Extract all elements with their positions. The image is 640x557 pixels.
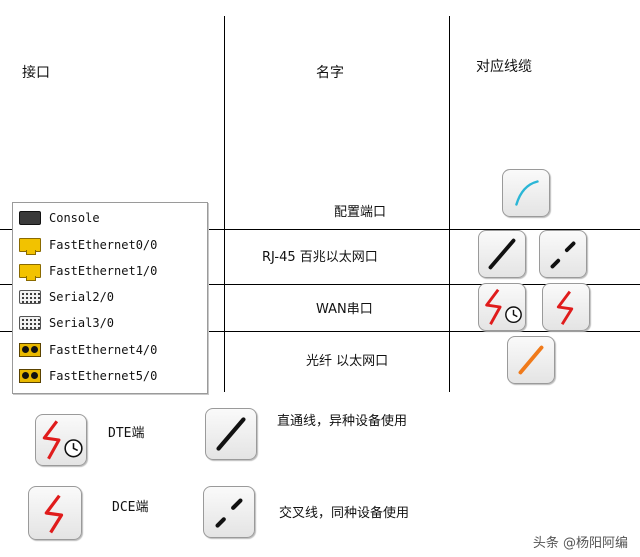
port-console[interactable]: Console: [19, 209, 100, 227]
table-divider-2: [449, 16, 450, 392]
serial-dte-cable-tile[interactable]: [478, 283, 526, 331]
port-fastethernet5-0[interactable]: FastEthernet5/0: [19, 367, 157, 385]
row-name-fiber: 光纤 以太网口: [306, 354, 389, 369]
straight-cable-icon: [488, 238, 516, 270]
crossover-cable-icon: [550, 241, 576, 269]
crossover-cable-tile[interactable]: [539, 230, 587, 278]
straight-cable-tile[interactable]: [478, 230, 526, 278]
serial-dce-cable-tile[interactable]: [542, 283, 590, 331]
port-label: Serial2/0: [49, 290, 115, 304]
port-fastethernet1-0[interactable]: FastEthernet1/0: [19, 262, 158, 281]
fiber-cable-icon: [518, 345, 544, 375]
serial-dte-legend-icon: [42, 420, 83, 460]
legend-dce-tile: [28, 486, 82, 540]
port-label: FastEthernet0/0: [49, 238, 158, 252]
fiber-port-icon: [19, 369, 41, 383]
row-divider-1: [0, 229, 640, 230]
table-divider-1: [224, 16, 225, 392]
straight-legend-icon: [216, 417, 246, 451]
row-name-wan: WAN串口: [316, 302, 373, 317]
crossover-legend-icon: [215, 498, 243, 528]
port-label: Console: [49, 211, 100, 225]
header-cable: 对应线缆: [476, 59, 532, 75]
row-name-console: 配置端口: [334, 205, 387, 220]
port-label: FastEthernet1/0: [49, 264, 158, 278]
port-fastethernet0-0[interactable]: FastEthernet0/0: [19, 236, 158, 255]
header-name: 名字: [316, 65, 344, 81]
port-label: Serial3/0: [49, 316, 115, 330]
watermark: 头条 @杨阳阿编: [532, 536, 628, 551]
legend-dce-label: DCE端: [112, 500, 149, 515]
serial-dte-cable-icon: [485, 288, 522, 325]
fiber-cable-tile[interactable]: [507, 336, 555, 384]
port-label: FastEthernet4/0: [49, 343, 158, 357]
console-cable-tile[interactable]: [502, 169, 550, 217]
legend-crossover-tile: [203, 486, 255, 538]
port-fastethernet4-0[interactable]: FastEthernet4/0: [19, 341, 157, 359]
fiber-port-icon: [19, 343, 41, 357]
port-serial2-0[interactable]: Serial2/0: [19, 288, 114, 306]
serial-dce-cable-icon: [556, 290, 574, 326]
port-list-panel: Console FastEthernet0/0 FastEthernet1/0 …: [12, 202, 208, 394]
legend-crossover-label: 交叉线，同种设备使用: [279, 506, 410, 521]
row-divider-3: [0, 331, 640, 332]
legend-dte-tile: [35, 414, 87, 466]
port-serial3-0[interactable]: Serial3/0: [19, 314, 114, 332]
row-name-rj45: RJ-45 百兆以太网口: [262, 250, 378, 265]
ethernet-port-icon: [19, 264, 41, 281]
legend-straight-label: 直通线，异种设备使用: [277, 414, 408, 429]
ethernet-port-icon: [19, 238, 41, 255]
serial-port-icon: [19, 316, 41, 330]
port-label: FastEthernet5/0: [49, 369, 158, 383]
console-cable-icon: [515, 180, 539, 206]
legend-dte-label: DTE端: [108, 426, 145, 441]
legend-straight-tile: [205, 408, 257, 460]
row-divider-2: [0, 284, 640, 285]
serial-dce-legend-icon: [44, 494, 64, 534]
console-port-icon: [19, 211, 41, 225]
serial-port-icon: [19, 290, 41, 304]
header-interface: 接口: [22, 65, 50, 81]
